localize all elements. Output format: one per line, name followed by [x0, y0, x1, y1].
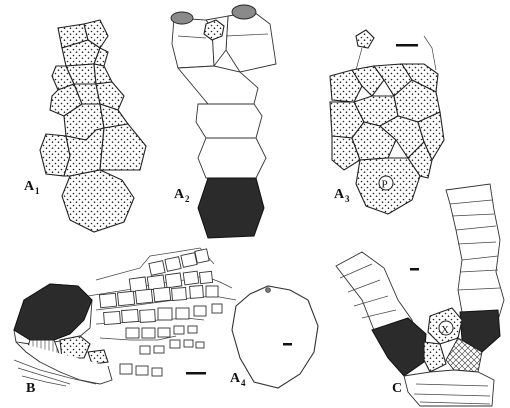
panel-c: X C [335, 183, 505, 407]
panel-a3-p-label: P [382, 179, 388, 191]
panel-a3-label: A 3 [334, 187, 350, 204]
panel-c-left-dark-plate [371, 317, 427, 377]
panel-a2-right-cap [231, 4, 257, 20]
panel-a2-label: A 2 [174, 187, 190, 204]
panel-a3-isolated-plate [355, 29, 375, 49]
panel-a4-index: 4 [241, 378, 246, 388]
panel-a2: A 2 [170, 4, 277, 239]
panel-a2-dotted-plate [203, 19, 225, 41]
panel-c-dotted-plate [423, 341, 447, 373]
panel-a4: A 4 [230, 285, 319, 389]
scale-bar-b [186, 372, 206, 375]
panel-c-letter: C [392, 381, 402, 396]
panel-a2-dark-plate [197, 177, 265, 239]
panel-a2-index: 2 [185, 194, 190, 204]
panel-c-right-dark-plate [459, 309, 501, 353]
panel-a3: P A 3 [329, 29, 445, 215]
panel-a3-index: 3 [345, 194, 350, 204]
panel-a4-letter: A [230, 371, 241, 386]
panel-a2-letter: A [174, 187, 185, 202]
panel-a1-label: A 1 [24, 179, 40, 196]
panel-b-dotted-plate-2 [87, 349, 109, 365]
panel-a1: A 1 [24, 19, 147, 233]
scale-bar-c [410, 268, 419, 271]
panel-b-letter: B [26, 381, 35, 396]
scale-bar-a4 [283, 343, 292, 346]
panel-b: B [13, 247, 237, 396]
panel-a2-left-cap [170, 11, 194, 25]
panel-a3-p-marker [378, 175, 394, 191]
panel-c-x-label: X [441, 324, 449, 336]
scale-bar-a3 [396, 44, 418, 47]
panel-a1-index: 1 [35, 186, 40, 196]
panel-a3-letter: A [334, 187, 345, 202]
panel-b-dark-plate [13, 283, 93, 341]
panel-a4-label: A 4 [230, 371, 246, 388]
panel-a1-letter: A [24, 179, 35, 194]
